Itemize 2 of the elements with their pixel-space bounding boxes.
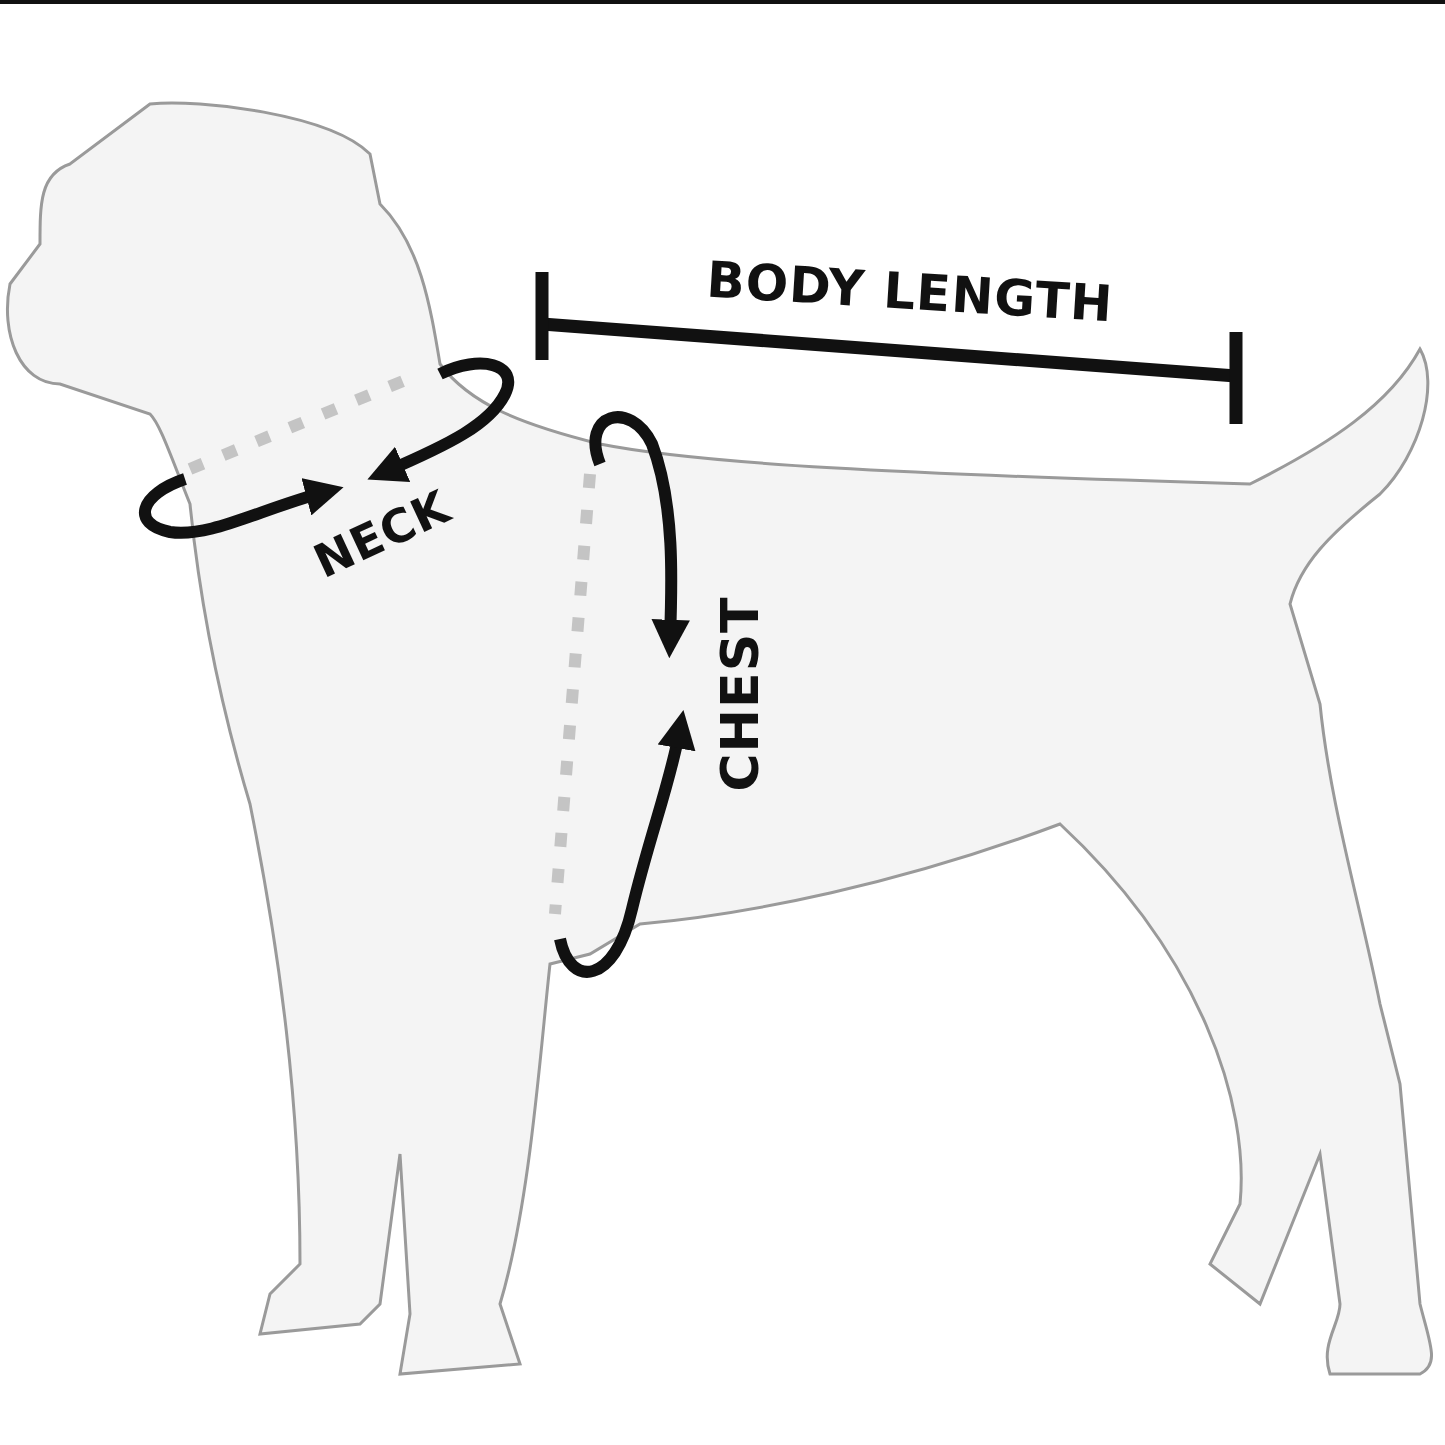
measurement-label: CHEST: [714, 596, 766, 792]
measurement-label: BODY LENGTH: [705, 254, 1115, 330]
